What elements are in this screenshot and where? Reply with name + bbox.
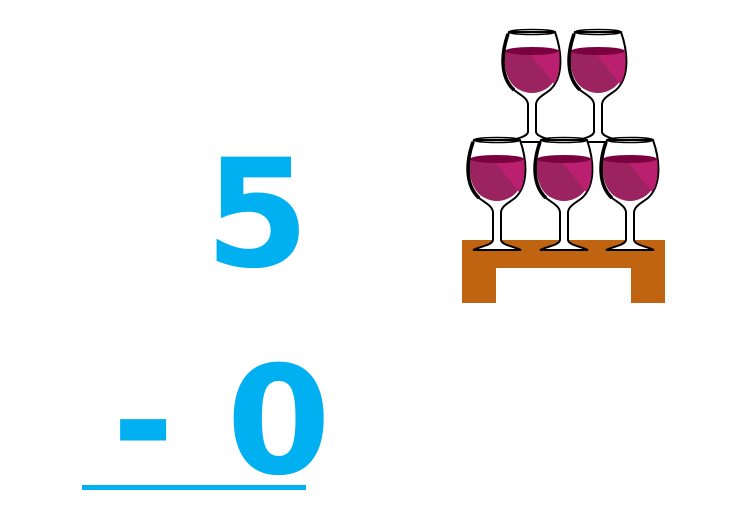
minuend-number: 5 (205, 128, 310, 302)
subtraction-row: - 0 (112, 347, 331, 497)
wine-glass-top-1 (501, 27, 563, 144)
wine-glass-bottom-1 (466, 135, 528, 252)
subtrahend-number: 0 (226, 335, 331, 509)
minus-sign: - (112, 335, 175, 509)
wine-glass-illustration (462, 27, 665, 303)
answer-line (82, 485, 306, 490)
wine-glass-bottom-2 (533, 135, 595, 252)
wine-glass-top-2 (567, 27, 629, 144)
wine-glass-bottom-3 (599, 135, 661, 252)
